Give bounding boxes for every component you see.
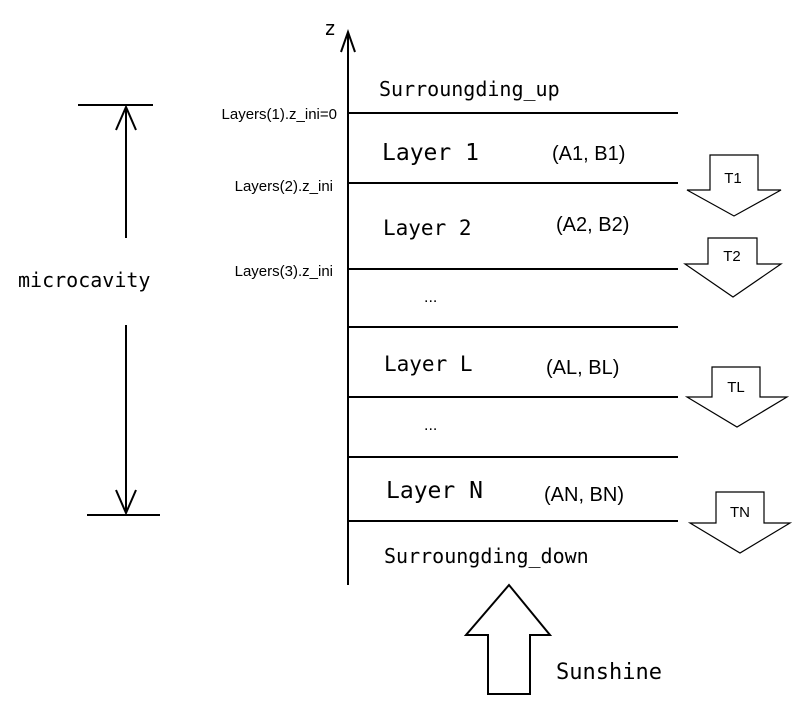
layer-n-name: Layer N <box>386 478 483 504</box>
ellipsis-2: ... <box>424 417 437 434</box>
transmission-arrow-tn: TN <box>687 491 793 554</box>
microcavity-label: microcavity <box>18 268 150 292</box>
z-axis: z <box>324 16 356 585</box>
layer-n-params: (AN, BN) <box>544 484 624 506</box>
transmission-arrow-tl: TL <box>684 366 790 428</box>
up-arrowhead-icon <box>115 104 137 131</box>
down-arrow-icon <box>687 491 793 554</box>
layer-2-name: Layer 2 <box>383 216 472 240</box>
layer-l-params: (AL, BL) <box>546 357 619 379</box>
layer-l-name: Layer L <box>384 352 473 376</box>
transmission-label-tl: TL <box>727 379 745 396</box>
down-arrow-icon <box>686 154 782 217</box>
layer-2-params: (A2, B2) <box>556 214 629 236</box>
layer-boundaries <box>348 112 678 522</box>
boundary-label-2: Layers(2).z_ini <box>235 178 333 195</box>
z-axis-label: z <box>324 16 336 40</box>
boundary-label-3: Layers(3).z_ini <box>235 263 333 280</box>
transmission-arrow-t1: T1 <box>686 154 782 217</box>
surrounding-up-label: Surroungding_up <box>379 77 560 101</box>
sunshine-up-arrow-icon <box>463 583 553 695</box>
boundary-label-1: Layers(1).z_ini=0 <box>222 106 337 123</box>
layer-1-name: Layer 1 <box>382 140 479 166</box>
down-arrowhead-icon <box>115 489 137 516</box>
transmission-label-tn: TN <box>730 504 750 521</box>
transmission-label-t2: T2 <box>723 248 741 265</box>
transmission-label-t1: T1 <box>724 170 742 187</box>
microcavity-extent-arrow <box>78 104 160 516</box>
surrounding-down-label: Surroungding_down <box>384 544 589 568</box>
down-arrow-icon <box>683 237 783 298</box>
z-axis-arrowhead-icon <box>340 28 356 53</box>
ellipsis-1: ... <box>424 289 437 306</box>
sunshine-label: Sunshine <box>556 660 662 685</box>
layer-1-params: (A1, B1) <box>552 143 625 165</box>
transmission-arrow-t2: T2 <box>683 237 783 298</box>
down-arrow-icon <box>684 366 790 428</box>
